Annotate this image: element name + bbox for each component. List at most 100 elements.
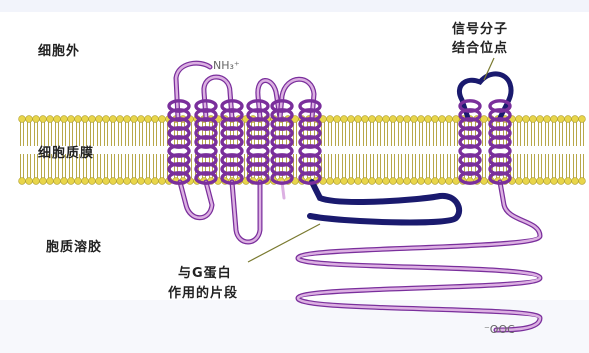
lipid-head: [75, 116, 82, 123]
lipid-head: [376, 116, 383, 123]
lipid-head: [551, 178, 558, 185]
lipid-head: [159, 178, 166, 185]
lipid-head: [558, 178, 565, 185]
lipid-head: [159, 116, 166, 123]
lipid-head: [117, 116, 124, 123]
lipid-head: [138, 116, 145, 123]
c-terminus-label: ⁻OOC: [484, 323, 515, 336]
lipid-head: [89, 178, 96, 185]
lipid-head: [369, 178, 376, 185]
lipid-head: [355, 116, 362, 123]
g-protein-label-line2: 作用的片段: [168, 282, 238, 301]
lipid-head: [411, 178, 418, 185]
lipid-head: [26, 178, 33, 185]
lipid-head: [432, 178, 439, 185]
lipid-head: [131, 178, 138, 185]
lipid-head: [439, 116, 446, 123]
lipid-head: [362, 116, 369, 123]
lipid-head: [376, 178, 383, 185]
lipid-head: [61, 178, 68, 185]
lipid-head: [68, 116, 75, 123]
lipid-head: [334, 178, 341, 185]
lipid-head: [152, 178, 159, 185]
lipid-head: [369, 116, 376, 123]
lipid-head: [446, 116, 453, 123]
lipid-head: [453, 116, 460, 123]
lipid-head: [558, 116, 565, 123]
lipid-head: [530, 178, 537, 185]
lipid-head: [565, 178, 572, 185]
lipid-head: [390, 116, 397, 123]
lipid-head: [47, 178, 54, 185]
lipid-head: [537, 178, 544, 185]
lipid-head: [537, 116, 544, 123]
lipid-head: [19, 178, 26, 185]
lipid-head: [404, 178, 411, 185]
lipid-head: [565, 116, 572, 123]
lipid-head: [124, 116, 131, 123]
lipid-head: [327, 116, 334, 123]
lipid-head: [397, 178, 404, 185]
lipid-head: [110, 116, 117, 123]
lipid-head: [82, 178, 89, 185]
lipid-head: [341, 178, 348, 185]
lipid-head: [383, 178, 390, 185]
lipid-head: [544, 116, 551, 123]
lipid-head: [47, 116, 54, 123]
lipid-head: [33, 178, 40, 185]
lipid-head: [425, 178, 432, 185]
lipid-head: [579, 178, 586, 185]
lipid-head: [152, 116, 159, 123]
lipid-head: [397, 116, 404, 123]
lipid-head: [54, 178, 61, 185]
lipid-head: [103, 178, 110, 185]
lipid-head: [551, 116, 558, 123]
lipid-head: [131, 116, 138, 123]
lipid-head: [572, 178, 579, 185]
lipid-head: [334, 116, 341, 123]
lipid-head: [439, 178, 446, 185]
lipid-head: [117, 178, 124, 185]
lipid-head: [432, 116, 439, 123]
lipid-head: [96, 178, 103, 185]
lipid-head: [481, 116, 488, 123]
lipid-head: [446, 178, 453, 185]
lipid-head: [96, 116, 103, 123]
n-terminus-label: NH₃⁺: [213, 59, 240, 72]
lipid-head: [124, 178, 131, 185]
lipid-head: [327, 178, 334, 185]
lipid-head: [411, 116, 418, 123]
lipid-head: [75, 178, 82, 185]
lipid-head: [341, 116, 348, 123]
lipid-head: [572, 116, 579, 123]
lipid-head: [355, 178, 362, 185]
lipid-head: [418, 178, 425, 185]
lipid-head: [26, 116, 33, 123]
lipid-head: [516, 178, 523, 185]
cytosol-label: 胞质溶胶: [46, 236, 102, 255]
membrane-label: 细胞质膜: [38, 142, 94, 161]
lipid-head: [362, 178, 369, 185]
lipid-head: [530, 116, 537, 123]
lipid-head: [68, 178, 75, 185]
lipid-head: [145, 116, 152, 123]
lipid-head: [348, 178, 355, 185]
lipid-head: [404, 116, 411, 123]
lipid-head: [425, 116, 432, 123]
lipid-head: [33, 116, 40, 123]
lipid-head: [516, 116, 523, 123]
lipid-head: [82, 116, 89, 123]
lipid-head: [110, 178, 117, 185]
lipid-head: [61, 116, 68, 123]
lipid-head: [138, 178, 145, 185]
lipid-head: [19, 116, 26, 123]
g-protein-label-line1: 与G蛋白: [178, 262, 232, 281]
lipid-head: [40, 178, 47, 185]
signal-site-label-line1: 信号分子: [452, 18, 508, 37]
signal-site-label-line2: 结合位点: [452, 37, 508, 56]
lipid-head: [348, 116, 355, 123]
lipid-head: [145, 178, 152, 185]
lipid-head: [523, 178, 530, 185]
lipid-head: [383, 116, 390, 123]
